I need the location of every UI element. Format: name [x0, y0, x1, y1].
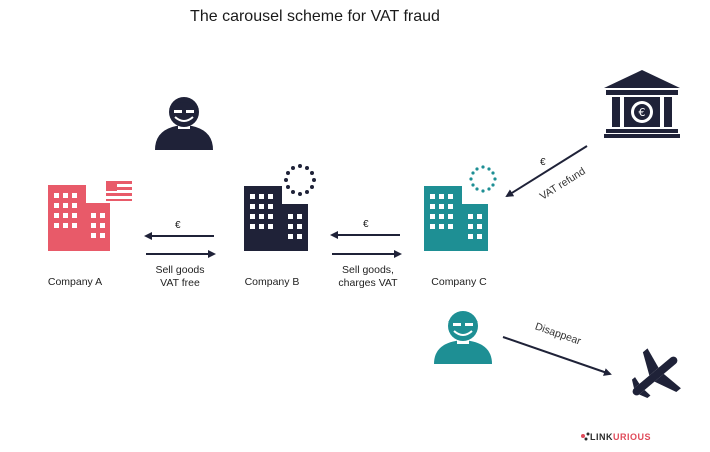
- eu-stars-icon: [284, 164, 316, 196]
- brand-part1: LINK: [590, 432, 613, 442]
- transaction-bc-label: Sell goods, charges VAT: [326, 264, 410, 290]
- transaction-ab-line1: Sell goods: [155, 264, 205, 276]
- airplane-icon: [631, 348, 681, 399]
- company-c-label: Company C: [431, 276, 487, 288]
- transaction-ab-line2: VAT free: [160, 277, 200, 289]
- arrow-disappear: [502, 336, 612, 376]
- brand-logo-text: LINKURIOUS: [590, 432, 651, 442]
- company-a-building-icon: [48, 185, 110, 251]
- euro-symbol-bc: €: [363, 219, 369, 230]
- diagram-title: The carousel scheme for VAT fraud: [190, 8, 440, 25]
- fraudster-icon: [155, 97, 213, 150]
- us-flag-icon: [106, 181, 132, 201]
- company-b-building-icon: [244, 186, 308, 251]
- linkurious-logo-icon: [581, 432, 590, 441]
- bank-icon: €: [604, 70, 680, 138]
- transaction-bc-line2: charges VAT: [338, 277, 398, 289]
- transaction-bc-line1: Sell goods,: [342, 264, 394, 276]
- arrow-vat-refund: [505, 145, 588, 198]
- svg-text:€: €: [639, 106, 646, 119]
- company-b-label: Company B: [244, 276, 300, 288]
- fraudster-teal-icon: [434, 311, 492, 364]
- euro-symbol-ab: €: [175, 220, 181, 231]
- euro-symbol-refund: €: [540, 157, 546, 168]
- company-c-building-icon: [424, 186, 488, 251]
- company-a-label: Company A: [47, 276, 103, 288]
- eu-stars-icon: [469, 165, 497, 193]
- brand-part2: URIOUS: [613, 432, 652, 442]
- transaction-ab-label: Sell goods VAT free: [140, 264, 220, 290]
